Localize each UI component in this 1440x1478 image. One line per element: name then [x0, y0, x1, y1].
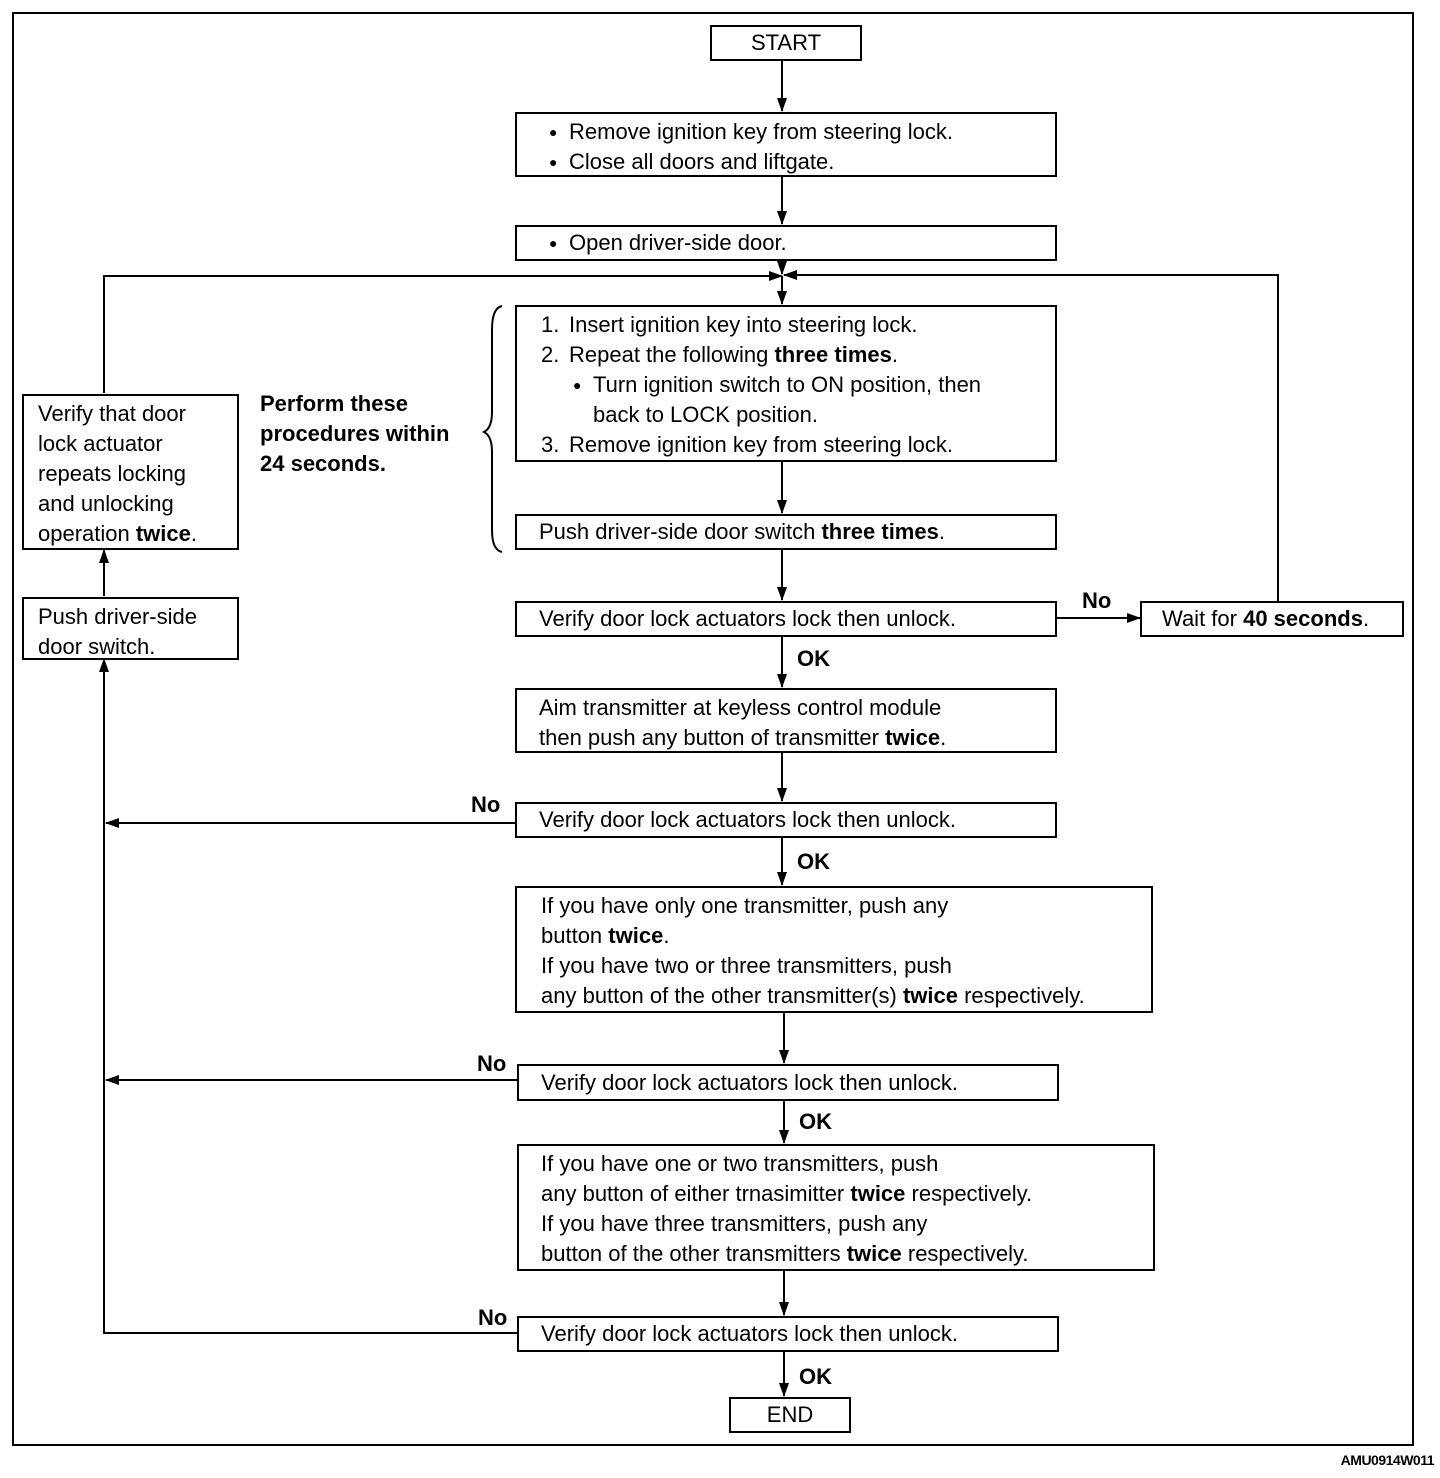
verify-repeat-line-5-bold: twice: [135, 521, 191, 546]
time-limit-line-3: 24 seconds.: [260, 451, 386, 476]
time-limit-line-1: Perform these: [260, 391, 408, 416]
label-no-verify1: No: [1082, 588, 1112, 613]
proc-sub-a: Turn ignition switch to ON position, the…: [537, 370, 1041, 400]
proc-num-2: 2.: [541, 342, 560, 367]
step-remove-key-close-doors: Remove ignition key from steering lock. …: [515, 112, 1057, 177]
end-label: END: [766, 1402, 814, 1427]
time-brace: [481, 305, 503, 553]
aim-line-2-bold: twice: [885, 725, 941, 750]
proc-num-1: 1.: [541, 312, 560, 337]
aim-line-2-text: then push any button of transmitter: [539, 725, 886, 750]
onetx-line-4-text: any button of the other transmitter(s): [541, 983, 903, 1008]
verify4-text: Verify door lock actuators lock then unl…: [541, 1321, 958, 1346]
wait-text: Wait for: [1162, 606, 1244, 631]
twotx-line-4-bold: twice: [846, 1241, 902, 1266]
verify2-text: Verify door lock actuators lock then unl…: [539, 807, 956, 832]
decision-verify-4: Verify door lock actuators lock then unl…: [517, 1316, 1059, 1352]
proc-num-3: 3.: [541, 432, 560, 457]
twotx-line-4-end: respectively.: [901, 1241, 1029, 1266]
verify-repeat-line-5-text: operation: [38, 521, 136, 546]
decision-verify-1: Verify door lock actuators lock then unl…: [515, 601, 1057, 637]
step-push-driver-switch: Push driver-side door switch.: [22, 597, 239, 660]
twotx-line-4: button of the other transmitters twice r…: [541, 1239, 1139, 1269]
proc-sub-b: back to LOCK position.: [593, 402, 819, 427]
label-ok-verify4: OK: [799, 1364, 832, 1389]
label-ok-verify2: OK: [797, 849, 830, 874]
start-node: START: [710, 25, 862, 61]
proc-text-1: Insert ignition key into steering lock.: [569, 312, 918, 337]
twotx-line-2-end: respectively.: [905, 1181, 1033, 1206]
proc-text-2-bold: three times: [774, 342, 892, 367]
step-one-transmitter: If you have only one transmitter, push a…: [515, 886, 1153, 1013]
push-driver-line-1: Push driver-side: [38, 604, 197, 629]
decision-verify-3: Verify door lock actuators lock then unl…: [517, 1064, 1059, 1101]
label-ok-verify3: OK: [799, 1109, 832, 1134]
aim-line-2-end: .: [940, 725, 947, 750]
push-switch-text: Push driver-side door switch: [539, 519, 822, 544]
label-no-verify4: No: [478, 1305, 508, 1330]
label-no-verify3: No: [477, 1051, 507, 1076]
proc-line-2: 2. Repeat the following three times.: [537, 340, 1041, 370]
twotx-line-2: any button of either trnasimitter twice …: [541, 1179, 1139, 1209]
verify-repeat-line-5-end: .: [190, 521, 198, 546]
onetx-line-4-end: respectively.: [957, 983, 1085, 1008]
step-aim-transmitter: Aim transmitter at keyless control modul…: [515, 688, 1057, 753]
label-no-verify2: No: [471, 792, 501, 817]
onetx-line-4: any button of the other transmitter(s) t…: [541, 981, 1137, 1011]
push-switch-bold: three times: [821, 519, 939, 544]
step-wait-40-seconds: Wait for 40 seconds.: [1140, 601, 1404, 637]
onetx-line-2-text: button: [541, 923, 609, 948]
verify-repeat-line-5: operation twice.: [38, 519, 223, 549]
proc-line-3: 3. Remove ignition key from steering lock…: [537, 430, 1041, 460]
twotx-line-1: If you have one or two transmitters, pus…: [541, 1151, 939, 1176]
step-verify-repeat-twice: Verify that door lock actuator repeats l…: [22, 394, 239, 550]
start-label: START: [750, 30, 822, 55]
step-open-driver-door: Open driver-side door.: [515, 225, 1057, 261]
onetx-line-2-bold: twice: [608, 923, 664, 948]
wait-end: .: [1362, 606, 1370, 631]
proc-line-1: 1. Insert ignition key into steering lock…: [537, 310, 1041, 340]
step1-item-b: Close all doors and liftgate.: [549, 147, 1041, 177]
line-verify4-no: [99, 658, 518, 1334]
end-node: END: [729, 1397, 851, 1433]
push-switch-end: .: [938, 519, 945, 544]
decision-verify-2: Verify door lock actuators lock then unl…: [515, 802, 1057, 838]
time-limit-note: Perform these procedures within 24 secon…: [260, 389, 449, 479]
proc-text-3: Remove ignition key from steering lock.: [569, 432, 953, 457]
verify-repeat-line-4: and unlocking: [38, 491, 174, 516]
wait-bold: 40 seconds: [1243, 606, 1363, 631]
step-push-door-switch-three: Push driver-side door switch three times…: [515, 514, 1057, 550]
onetx-line-4-bold: twice: [902, 983, 958, 1008]
diagram-frame: [12, 12, 1414, 1446]
loop-left-return: [103, 271, 783, 393]
time-limit-line-2: procedures within: [260, 421, 450, 446]
onetx-line-2-end: .: [663, 923, 670, 948]
proc-text-2: Repeat the following: [569, 342, 775, 367]
aim-line-2: then push any button of transmitter twic…: [539, 723, 1041, 753]
onetx-line-1: If you have only one transmitter, push a…: [541, 893, 949, 918]
push-driver-line-2: door switch.: [38, 634, 156, 659]
onetx-line-3: If you have two or three transmitters, p…: [541, 953, 952, 978]
twotx-line-2-text: any button of either trnasimitter: [541, 1181, 851, 1206]
label-ok-verify1: OK: [797, 646, 830, 671]
verify-repeat-line-1: Verify that door: [38, 401, 186, 426]
step-ignition-procedure: 1. Insert ignition key into steering lock…: [515, 305, 1057, 462]
verify-repeat-line-2: lock actuator: [38, 431, 163, 456]
verify3-text: Verify door lock actuators lock then unl…: [541, 1070, 958, 1095]
verify1-text: Verify door lock actuators lock then unl…: [539, 606, 956, 631]
onetx-line-2: button twice.: [541, 921, 1137, 951]
aim-line-1: Aim transmitter at keyless control modul…: [539, 695, 942, 720]
step2-item: Open driver-side door.: [549, 228, 1041, 258]
twotx-line-2-bold: twice: [850, 1181, 906, 1206]
twotx-line-4-text: button of the other transmitters: [541, 1241, 847, 1266]
figure-reference: AMU0914W011: [1340, 1452, 1435, 1468]
step1-item-a: Remove ignition key from steering lock.: [549, 117, 1041, 147]
twotx-line-3: If you have three transmitters, push any: [541, 1211, 928, 1236]
proc-text-2-end: .: [891, 342, 898, 367]
step-two-transmitters: If you have one or two transmitters, pus…: [517, 1144, 1155, 1271]
verify-repeat-line-3: repeats locking: [38, 461, 186, 486]
loop-right-return: [783, 270, 1279, 601]
